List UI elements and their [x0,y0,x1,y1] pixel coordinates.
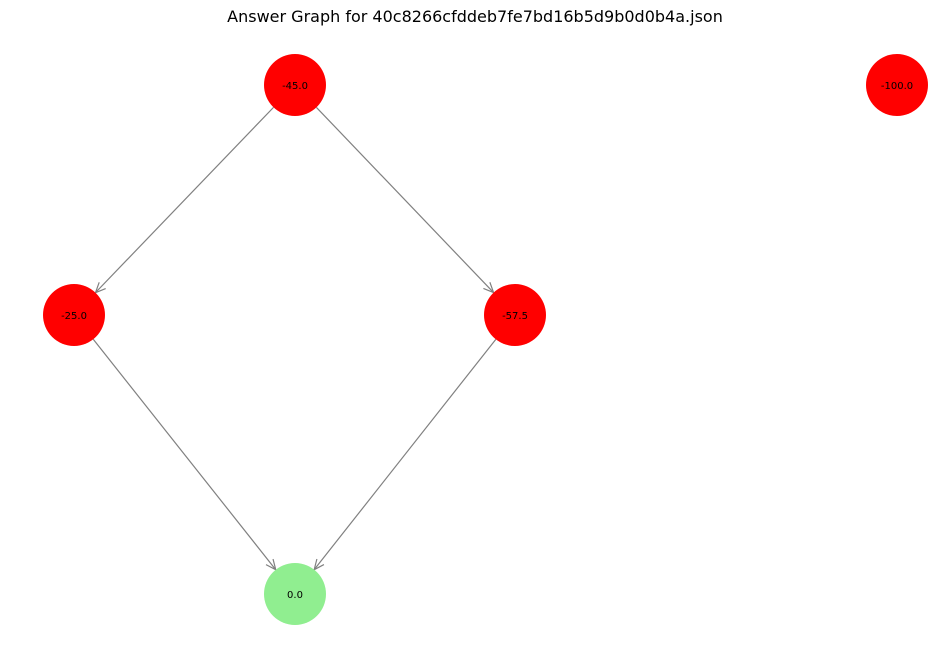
nodes-layer: -45.0 -100.0 -25.0 -57.5 0.0 [43,54,928,625]
node-label: 0.0 [287,590,303,601]
node-circle [264,563,326,625]
edge-line [92,338,277,571]
node-circle [264,54,326,116]
graph-node: 0.0 [264,563,326,625]
graph-node: -25.0 [43,284,105,346]
edge-n_m575-to-n_0 [313,338,497,571]
node-circle [866,54,928,116]
graph-node: -57.5 [484,284,546,346]
node-circle [484,284,546,346]
edge-n_m45-to-n_m25 [94,106,274,294]
node-label: -45.0 [282,81,308,92]
edge-arrowhead [94,282,106,294]
edges-layer [92,106,497,571]
node-label: -25.0 [61,311,87,322]
node-label: -57.5 [502,311,528,322]
edge-line [315,106,495,294]
graph-title: Answer Graph for 40c8266cfddeb7fe7bd16b5… [227,7,723,26]
graph-node: -45.0 [264,54,326,116]
edge-line [313,338,497,571]
node-label: -100.0 [881,81,913,92]
node-circle [43,284,105,346]
edge-n_m25-to-n_0 [92,338,277,571]
edge-n_m45-to-n_m575 [315,106,495,294]
graph-node: -100.0 [866,54,928,116]
edge-line [95,106,274,294]
